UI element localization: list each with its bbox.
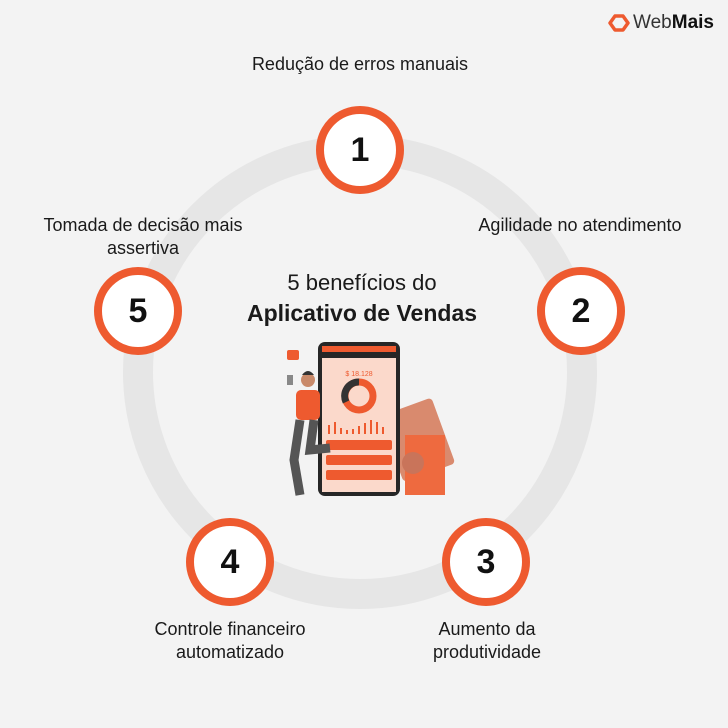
benefit-label-1: Redução de erros manuais bbox=[251, 54, 469, 74]
benefit-label-4: Controle financeiro automatizado bbox=[154, 619, 306, 662]
benefit-label-3: Aumento da produtividade bbox=[432, 619, 542, 662]
title-line-2: Aplicativo de Vendas bbox=[246, 300, 478, 326]
balance-text: $ 18.128 bbox=[345, 371, 372, 378]
benefit-badge-1: 1 bbox=[316, 106, 404, 194]
main-title: 5 benefícios do Aplicativo de Vendas bbox=[180, 268, 544, 328]
salesperson-icon bbox=[287, 350, 331, 496]
sales-app-illustration: $ 18.128 bbox=[287, 342, 455, 496]
logo-text-bold: Mais bbox=[671, 12, 714, 33]
benefit-badge-5: 5 bbox=[94, 267, 182, 355]
benefit-label-2: Agilidade no atendimento bbox=[478, 215, 682, 235]
benefit-badge-3: 3 bbox=[442, 518, 530, 606]
title-line-1: 5 benefícios do bbox=[287, 270, 437, 295]
logo-mark-icon bbox=[608, 14, 630, 32]
benefit-badge-2: 2 bbox=[537, 267, 625, 355]
logo-text-light: Web bbox=[633, 12, 672, 33]
benefit-badge-4: 4 bbox=[186, 518, 274, 606]
benefit-label-5: Tomada de decisão mais assertiva bbox=[43, 215, 243, 258]
